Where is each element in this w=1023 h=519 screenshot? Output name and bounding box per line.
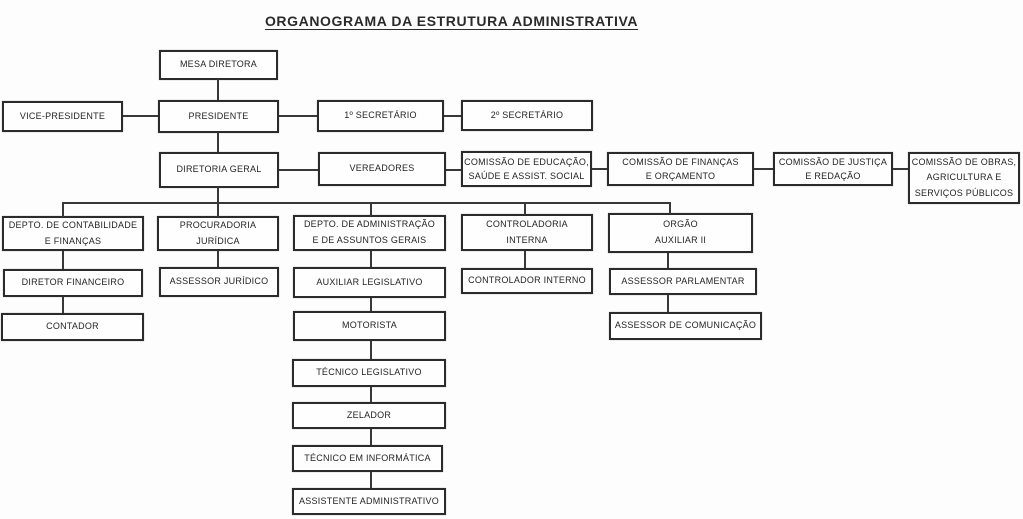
connector-orgao-parlamentar <box>667 253 669 268</box>
chart-title: ORGANOGRAMA DA ESTRUTURA ADMINISTRATIVA <box>264 13 639 29</box>
org-box-controlador-interno: CONTROLADOR INTERNO <box>461 268 593 294</box>
connector-mesa-presidente <box>217 79 219 100</box>
connector-procuradoria-assessor <box>217 251 219 267</box>
org-box-assessor-parlamentar: ASSESSOR PARLAMENTAR <box>609 268 757 295</box>
org-box-assessor-juridico: ASSESSOR JURÍDICO <box>159 267 279 297</box>
connector-financas-justica <box>754 168 773 170</box>
org-box-comissao-educacao: COMISSÃO DE EDUCAÇÃO, SAÚDE E ASSIST. SO… <box>461 151 592 187</box>
org-box-depto-administracao: DEPTO. DE ADMINISTRAÇÃO E DE ASSUNTOS GE… <box>293 215 446 251</box>
org-label: ASSESSOR JURÍDICO <box>169 276 269 287</box>
connector-sec1-sec2 <box>444 115 461 117</box>
org-label: DEPTO. DE ADMINISTRAÇÃO E DE ASSUNTOS GE… <box>303 219 436 245</box>
org-label: COMISSÃO DE OBRAS, AGRICULTURA E SERVIÇO… <box>911 157 1017 198</box>
connector-vice-presidente <box>123 115 158 117</box>
org-label: ASSESSOR DE COMUNICAÇÃO <box>614 320 757 331</box>
org-label: VICE-PRESIDENTE <box>19 110 106 121</box>
org-box-primeiro-secretario: 1º SECRETÁRIO <box>317 100 444 132</box>
org-label: PROCURADORIA JURÍDICA <box>179 219 257 246</box>
connector-diretor-contador <box>62 297 64 313</box>
org-box-procuradoria-juridica: PROCURADORIA JURÍDICA <box>157 216 279 251</box>
org-label: 2º SECRETÁRIO <box>490 109 564 120</box>
org-label: AUXILIAR LEGISLATIVO <box>316 276 423 287</box>
org-label: COMISSÃO DE JUSTIÇA E REDAÇÃO <box>778 156 888 181</box>
org-box-depto-contabilidade: DEPTO. DE CONTABILIDADE E FINANÇAS <box>2 216 144 251</box>
org-box-diretoria-geral: DIRETORIA GERAL <box>159 152 279 188</box>
connector-contabilidade-diretor <box>62 251 64 269</box>
org-label: ASSISTENTE ADMINISTRATIVO <box>298 495 440 506</box>
connector-administracao-auxiliar <box>370 251 372 267</box>
org-label: CONTADOR <box>46 321 99 332</box>
org-label: 1º SECRETÁRIO <box>344 110 417 121</box>
org-label: DIRETORIA GERAL <box>176 164 262 175</box>
connector-motorista-tecnicoleg <box>370 341 372 359</box>
connector-zelador-tecnicoinf <box>370 429 372 445</box>
connector-drop-procuradoria <box>217 202 219 217</box>
connector-drop-orgao <box>669 202 671 214</box>
org-box-presidente: PRESIDENTE <box>158 100 279 133</box>
connector-auxiliar-motorista <box>370 298 372 311</box>
connector-parlamentar-comunicacao <box>667 295 669 312</box>
connector-controladoria-controlador <box>524 251 526 268</box>
connector-justica-obras <box>893 168 908 170</box>
connector-drop-administracao <box>370 202 372 216</box>
org-label: ASSESSOR PARLAMENTAR <box>621 275 745 286</box>
org-label: ORGÃO AUXILIAR II <box>654 219 707 245</box>
org-label: MESA DIRETORA <box>179 59 258 70</box>
org-label: DIRETOR FINANCEIRO <box>21 277 125 288</box>
org-box-vice-presidente: VICE-PRESIDENTE <box>2 101 123 132</box>
connector-diretoria-vereadores <box>279 169 318 171</box>
org-box-tecnico-informatica: TÉCNICO EM INFORMÁTICA <box>292 445 443 472</box>
connector-tecnicoinf-assistente <box>370 472 372 488</box>
org-box-assessor-comunicacao: ASSESSOR DE COMUNICAÇÃO <box>609 312 762 340</box>
org-label: PRESIDENTE <box>188 110 249 121</box>
org-box-comissao-justica: COMISSÃO DE JUSTIÇA E REDAÇÃO <box>773 152 893 186</box>
org-box-controladoria-interna: CONTROLADORIA INTERNA <box>461 214 593 251</box>
org-box-diretor-financeiro: DIRETOR FINANCEIRO <box>3 269 143 297</box>
connector-presidente-sec1 <box>279 115 317 117</box>
org-box-zelador: ZELADOR <box>292 402 446 429</box>
org-box-comissao-financas: COMISSÃO DE FINANÇAS E ORÇAMENTO <box>607 152 754 186</box>
org-box-assistente-administrativo: ASSISTENTE ADMINISTRATIVO <box>292 488 446 515</box>
org-label: DEPTO. DE CONTABILIDADE E FINANÇAS <box>8 219 138 246</box>
org-box-orgao-auxiliar-ii: ORGÃO AUXILIAR II <box>608 213 753 253</box>
org-box-motorista: MOTORISTA <box>293 311 446 341</box>
connector-diretoria-bus <box>217 187 219 203</box>
org-box-vereadores: VEREADORES <box>318 152 446 186</box>
connector-bus-diretoria-children <box>62 202 671 204</box>
org-label: CONTROLADORIA INTERNA <box>486 218 568 245</box>
org-box-mesa-diretora: MESA DIRETORA <box>159 50 278 80</box>
connector-drop-contabilidade <box>62 202 64 217</box>
org-box-tecnico-legislativo: TÉCNICO LEGISLATIVO <box>292 359 446 387</box>
connector-presidente-diretoria <box>217 132 219 152</box>
org-label: MOTORISTA <box>342 320 397 331</box>
org-label: COMISSÃO DE FINANÇAS E ORÇAMENTO <box>622 156 739 181</box>
connector-drop-controladoria <box>524 202 526 215</box>
org-box-segundo-secretario: 2º SECRETÁRIO <box>461 100 593 131</box>
org-label: TÉCNICO EM INFORMÁTICA <box>304 452 431 463</box>
connector-tecnicoleg-zelador <box>370 387 372 402</box>
connector-vereadores-educacao <box>446 169 461 171</box>
org-box-auxiliar-legislativo: AUXILIAR LEGISLATIVO <box>293 267 446 298</box>
org-box-comissao-obras: COMISSÃO DE OBRAS, AGRICULTURA E SERVIÇO… <box>908 152 1020 204</box>
org-box-contador: CONTADOR <box>1 313 144 341</box>
org-label: CONTROLADOR INTERNO <box>468 275 586 286</box>
org-label: TÉCNICO LEGISLATIVO <box>316 367 422 378</box>
connector-educacao-financas <box>592 168 607 170</box>
org-label: COMISSÃO DE EDUCAÇÃO, SAÚDE E ASSIST. SO… <box>464 156 589 181</box>
org-label: VEREADORES <box>349 163 415 174</box>
org-label: ZELADOR <box>346 409 392 420</box>
